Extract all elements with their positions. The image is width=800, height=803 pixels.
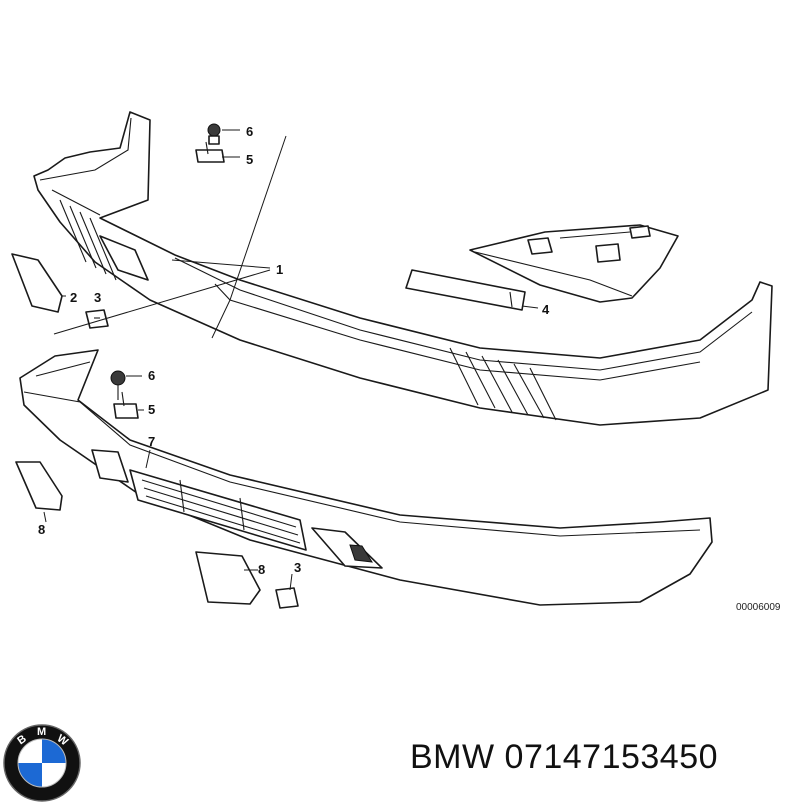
diagram-reference-code: 00006009 xyxy=(736,602,781,613)
callout-8-right: 8 xyxy=(258,562,265,577)
callout-4: 4 xyxy=(542,302,550,317)
callout-1: 1 xyxy=(276,262,283,277)
callout-6-upper: 6 xyxy=(246,124,253,139)
cover-cap-part-2 xyxy=(11,253,63,313)
clip-nut-part-6-lower xyxy=(110,370,126,400)
logo-letter-m: M xyxy=(37,726,46,738)
bmw-logo-icon: B M W xyxy=(3,724,81,802)
upper-bumper-part xyxy=(33,111,773,426)
part-number-title: BMW 07147153450 xyxy=(410,738,719,776)
callout-6-lower: 6 xyxy=(148,368,155,383)
clip-nut-part-6-upper xyxy=(207,123,221,145)
cover-cap-part-8-left xyxy=(15,461,63,511)
bracket-clip-part-3-upper xyxy=(85,309,109,329)
callout-2: 2 xyxy=(70,290,77,305)
bracket-clip-part-3-lower xyxy=(275,587,299,609)
callout-5-upper: 5 xyxy=(246,152,253,167)
bracket-part-4 xyxy=(405,224,679,311)
callout-7: 7 xyxy=(148,434,155,449)
lower-bumper-part-7 xyxy=(19,349,713,606)
cover-cap-part-8-right xyxy=(195,551,261,605)
callout-3-lower: 3 xyxy=(294,560,301,575)
callout-5-lower: 5 xyxy=(148,402,155,417)
callout-8-left: 8 xyxy=(38,522,45,537)
clip-bracket-part-5-upper xyxy=(195,141,225,163)
clip-bracket-part-5-lower xyxy=(113,391,139,419)
callout-3-upper: 3 xyxy=(94,290,101,305)
leader-lines xyxy=(43,129,539,591)
bumper-parts-diagram: 6 5 1 2 3 4 6 5 7 8 8 3 00006009 xyxy=(11,111,781,613)
